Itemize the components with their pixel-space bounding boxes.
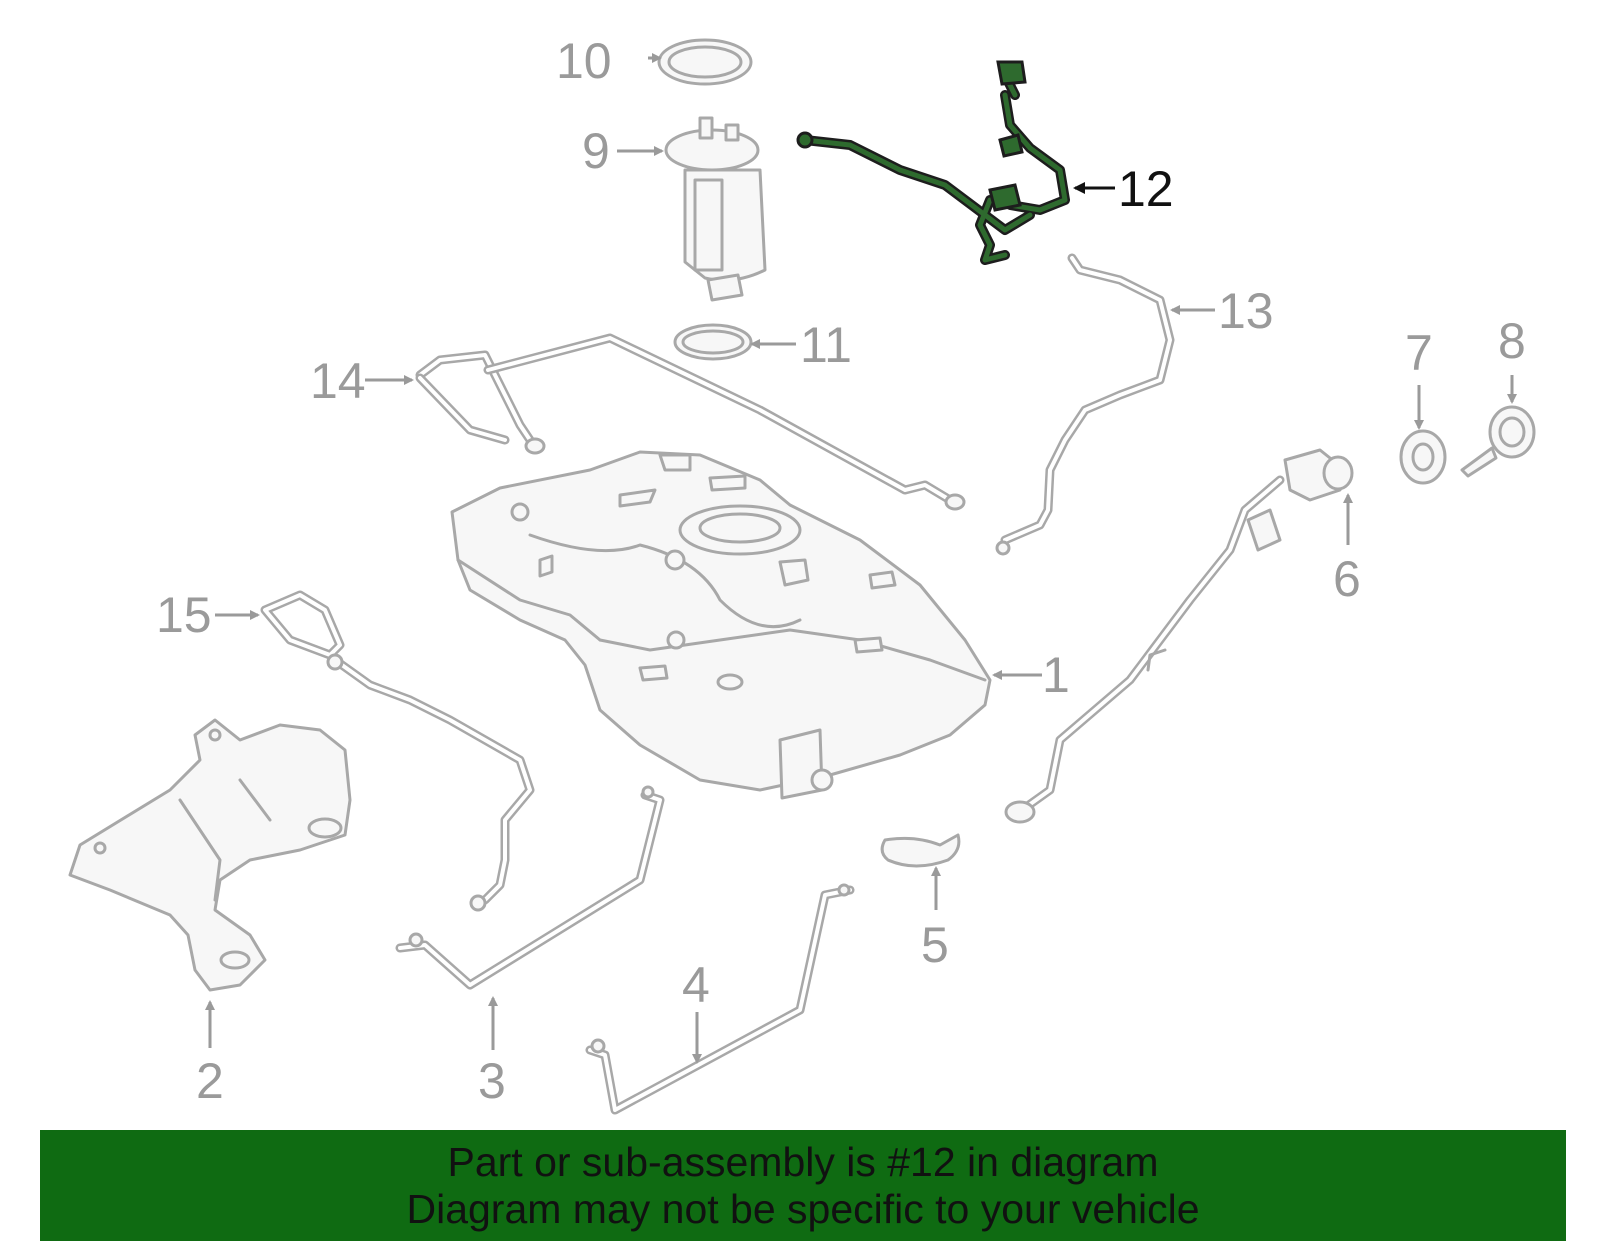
callout-7: 7 — [1405, 325, 1433, 381]
tank-strap-part-4[interactable] — [585, 883, 855, 1115]
banner-line-1: Part or sub-assembly is #12 in diagram — [447, 1138, 1159, 1185]
callout-9: 9 — [582, 123, 610, 179]
callout-11: 11 — [800, 317, 852, 373]
callout-8: 8 — [1498, 313, 1526, 369]
hose-part-5[interactable] — [880, 833, 961, 868]
tank-strap-part-3[interactable] — [395, 785, 665, 990]
heat-shield-part-2[interactable] — [68, 718, 352, 992]
banner-line-2: Diagram may not be specific to your vehi… — [406, 1185, 1200, 1232]
wiring-harness-part-12[interactable] — [796, 60, 1070, 265]
seal-ring-part-7[interactable] — [1399, 429, 1447, 485]
callout-10: 10 — [556, 33, 612, 89]
callout-12: 12 — [1118, 161, 1174, 217]
lock-ring-part-10[interactable] — [657, 38, 753, 86]
callout-1: 1 — [1042, 647, 1070, 703]
fuel-cap-part-8[interactable] — [1460, 405, 1536, 478]
callout-14: 14 — [310, 353, 366, 409]
vapor-line-part-14[interactable] — [415, 333, 966, 511]
gasket-part-11[interactable] — [673, 323, 753, 361]
callout-13: 13 — [1218, 283, 1274, 339]
callout-5: 5 — [921, 917, 949, 973]
callout-labels: 1 2 3 4 5 6 7 8 9 10 11 12 13 14 15 — [156, 33, 1526, 1109]
fuel-pump-part-9[interactable] — [664, 116, 767, 302]
fuel-tank-part-1[interactable] — [450, 450, 992, 800]
callout-15: 15 — [156, 587, 212, 643]
evap-hose-part-15[interactable] — [260, 590, 535, 912]
callout-arrows — [205, 53, 1517, 1064]
callout-6: 6 — [1333, 551, 1361, 607]
callout-2: 2 — [196, 1053, 224, 1109]
filler-pipe-part-6[interactable] — [1004, 448, 1354, 824]
info-banner: Part or sub-assembly is #12 in diagram D… — [40, 1130, 1566, 1241]
callout-4: 4 — [682, 957, 710, 1013]
callout-3: 3 — [478, 1053, 506, 1109]
vent-tube-part-13[interactable] — [995, 253, 1175, 556]
